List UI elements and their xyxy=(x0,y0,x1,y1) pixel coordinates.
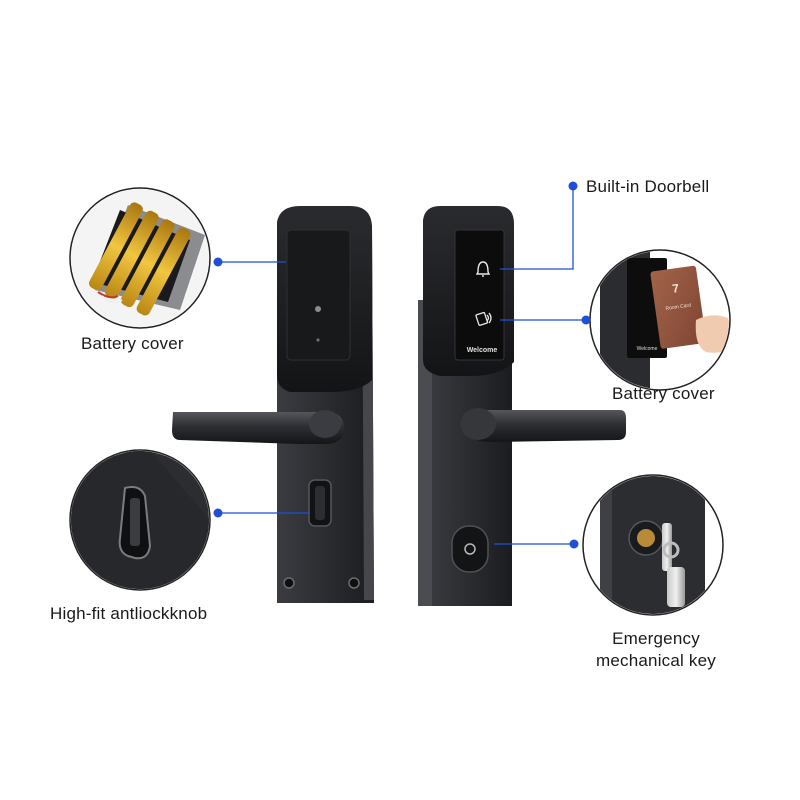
callout-card-closeup: Welcome 7 Room Card xyxy=(589,249,731,391)
label-battery-cover-right: Battery cover xyxy=(612,384,715,403)
callout-battery-closeup xyxy=(69,187,211,329)
hand xyxy=(695,315,729,353)
rfid-card-icon[interactable] xyxy=(475,311,492,326)
outer-handle xyxy=(461,410,626,442)
screw xyxy=(283,577,295,589)
inner-lock xyxy=(172,206,374,603)
outer-lock: Welcome xyxy=(418,206,626,606)
room-card xyxy=(650,265,707,349)
inner-handle xyxy=(172,412,344,444)
svg-text:Room Card: Room Card xyxy=(665,302,691,312)
touch-panel xyxy=(454,229,505,361)
label-emergency-line2: mechanical key xyxy=(596,651,716,670)
callout-key-closeup xyxy=(582,474,724,616)
label-emergency-line1: Emergency xyxy=(612,629,700,648)
card-panel-welcome: Welcome xyxy=(637,346,658,352)
screw xyxy=(348,577,360,589)
label-built-in-doorbell: Built-in Doorbell xyxy=(586,177,710,196)
callout-knob-closeup xyxy=(69,449,211,591)
svg-text:7: 7 xyxy=(671,281,680,296)
keyhole-dot xyxy=(315,306,321,312)
label-battery-cover-left: Battery cover xyxy=(81,334,184,353)
label-high-fit-knob: High-fit antliockknob xyxy=(50,604,208,623)
keyhole-cover xyxy=(451,525,489,573)
key-head xyxy=(667,567,685,607)
battery-cover xyxy=(286,229,351,361)
panel-welcome-text: Welcome xyxy=(467,347,498,354)
bell-icon[interactable] xyxy=(475,261,491,277)
callout-lines xyxy=(218,186,586,545)
key-blade xyxy=(662,523,672,571)
callout-dots xyxy=(213,181,591,549)
keyhole-icon xyxy=(464,543,476,555)
